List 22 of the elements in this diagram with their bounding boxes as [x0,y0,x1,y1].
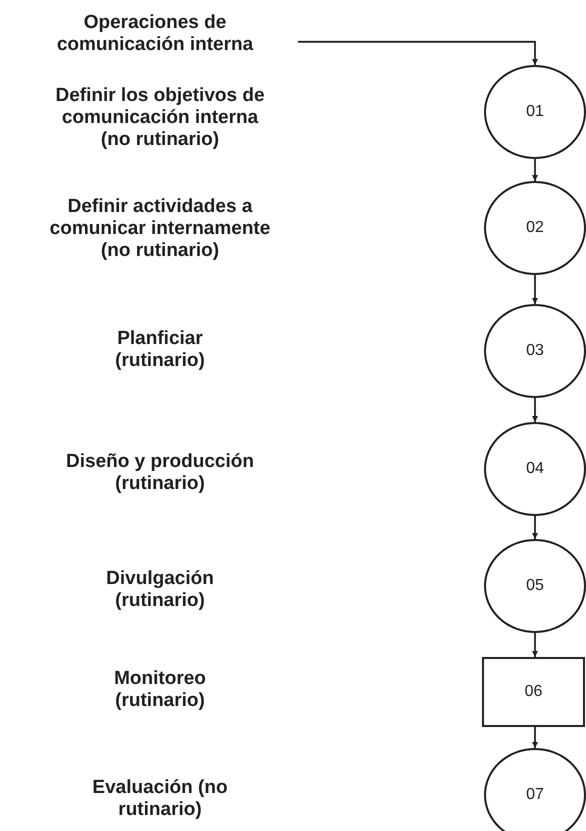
arrow [532,633,538,657]
step-description: Evaluación (no rutinario) [91,777,229,821]
step-description: Definir los objetivos de comunicación interna (no rutinario) [54,85,266,151]
arrow [298,40,538,65]
arrow [532,398,538,422]
step-description: Monitoreo (rutinario) [113,668,207,712]
arrow [532,275,538,304]
step-description: Planficiar (rutinario) [114,328,206,372]
step-ellipse: 03 [484,304,586,398]
step-ellipse: 05 [484,539,586,633]
arrow [532,516,538,539]
step-ellipse: 07 [484,748,586,831]
step-ellipse: 01 [484,65,586,159]
step-description: Diseño y producción (rutinario) [65,451,255,495]
arrow [532,159,538,181]
step-box: 06 [482,657,585,727]
step-ellipse: 04 [484,422,586,516]
step-description: Divulgación (rutinario) [105,568,215,612]
start-label: Operaciones de comunicación interna [20,8,290,60]
arrow [532,727,538,748]
step-ellipse: 02 [484,181,586,275]
step-description: Definir actividades a comunicar internamente (no rutinario) [48,196,272,262]
